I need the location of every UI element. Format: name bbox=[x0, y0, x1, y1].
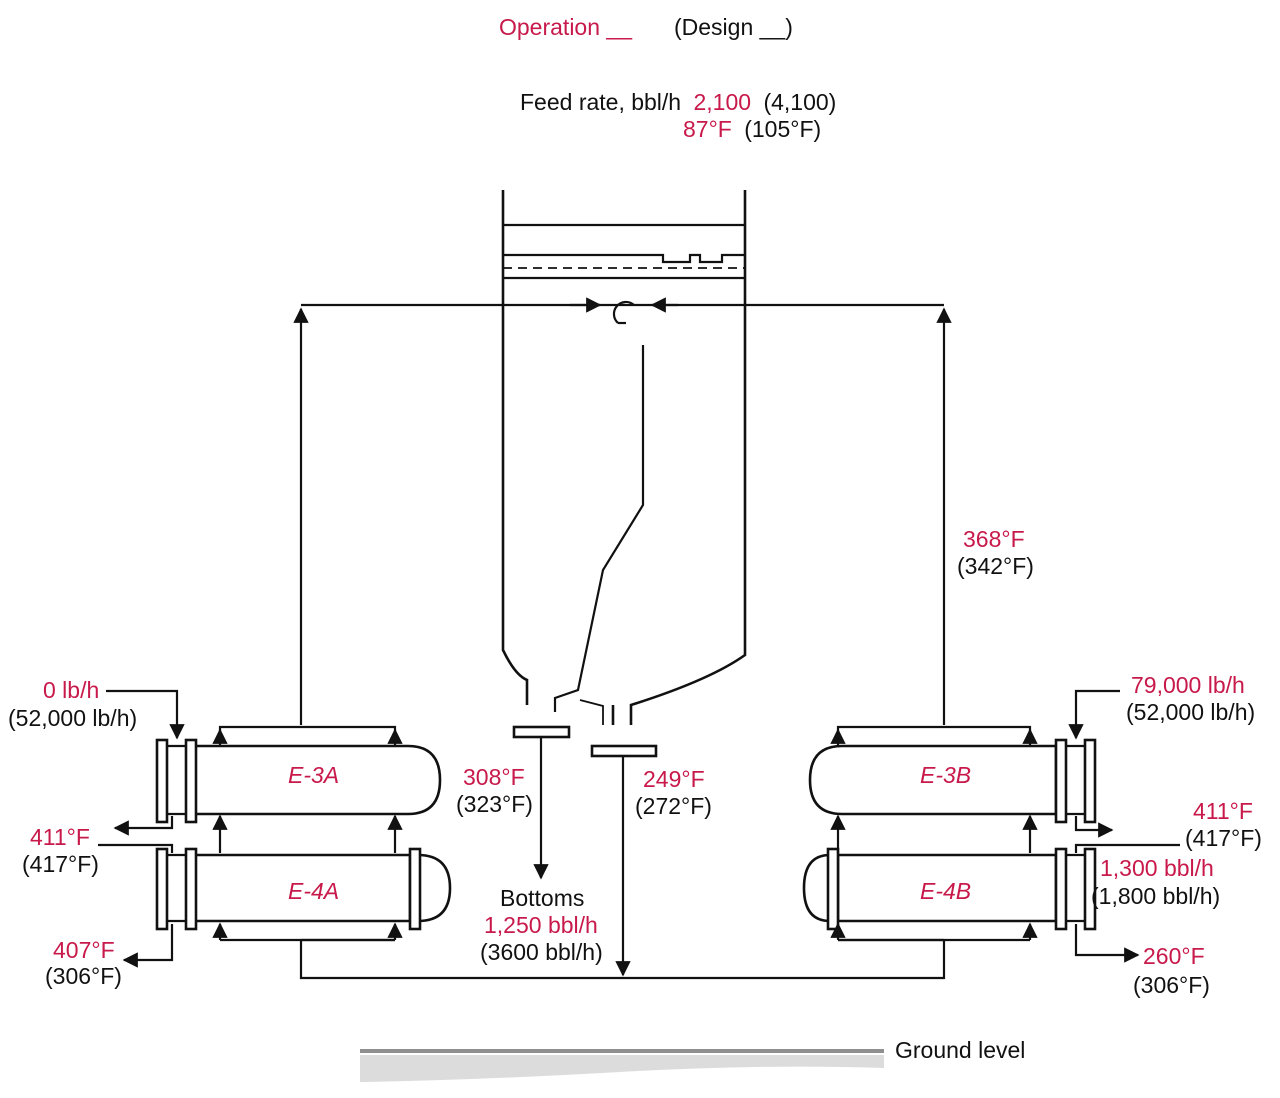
e3b-tubesheet bbox=[1054, 738, 1068, 824]
right-condensate-top bbox=[1074, 816, 1114, 838]
ground-level: Ground level bbox=[360, 1037, 1025, 1082]
e3b-shell bbox=[808, 744, 1058, 816]
right-outlet-temp-operation: 260°F bbox=[1143, 943, 1205, 969]
right-outlet-temp-design: (306°F) bbox=[1133, 972, 1210, 998]
right-inlet-temp-operation: 411°F bbox=[1193, 798, 1253, 824]
return-piping bbox=[293, 297, 952, 725]
left-inlet-temp-operation: 411°F bbox=[30, 824, 90, 850]
bottom-header bbox=[299, 940, 946, 980]
right-return-temp-operation: 368°F bbox=[963, 526, 1025, 552]
e4a-head bbox=[416, 853, 452, 923]
e4a-tubesheet bbox=[184, 847, 198, 931]
e3b-channel bbox=[1083, 738, 1097, 824]
right-outlet-bottom bbox=[1074, 924, 1140, 963]
right-draw-temp-design: (272°F) bbox=[635, 793, 712, 819]
left-draw-temp-design: (323°F) bbox=[456, 791, 533, 817]
left-steam-inlet bbox=[106, 689, 185, 740]
left-exchanger-stack: E-3A E-4A bbox=[98, 689, 452, 968]
tray-weir bbox=[503, 253, 745, 264]
left-draw-flange bbox=[512, 725, 571, 739]
bottoms-rate-design: (3600 bbl/h) bbox=[480, 939, 603, 965]
right-draw-flange bbox=[590, 744, 658, 758]
e3b-vapor-manifold bbox=[836, 725, 1032, 746]
circulation-header bbox=[299, 737, 946, 980]
left-condensate-top bbox=[113, 816, 174, 836]
left-inlet-temp-design: (417°F) bbox=[22, 851, 99, 877]
left-hot-oil-inlet bbox=[98, 843, 174, 853]
e3a-tubesheet bbox=[184, 738, 198, 824]
left-outlet-temp-design: (306°F) bbox=[45, 963, 122, 989]
left-steam-design: (52,000 lb/h) bbox=[8, 705, 137, 731]
right-steam-operation: 79,000 lb/h bbox=[1131, 672, 1245, 698]
e3a-channel bbox=[155, 738, 169, 824]
ground-hatch bbox=[360, 1055, 884, 1082]
e4a-channel bbox=[155, 847, 169, 931]
e3a-tag: E-3A bbox=[288, 762, 339, 788]
bottoms-label: Bottoms bbox=[500, 885, 584, 911]
right-steam-design: (52,000 lb/h) bbox=[1126, 699, 1255, 725]
right-return-temp-design: (342°F) bbox=[957, 553, 1034, 579]
left-outlet-bottom bbox=[122, 924, 174, 968]
left-outlet-temp-operation: 407°F bbox=[53, 937, 115, 963]
e4b-tag: E-4B bbox=[920, 878, 971, 904]
feed-rate-label: Feed rate, bbl/h 2,100 (4,100) bbox=[520, 89, 836, 115]
internal-draw-pipe-inner bbox=[579, 699, 604, 725]
feed-annotation: Feed rate, bbl/h 2,100 (4,100) 87°F (105… bbox=[520, 89, 836, 142]
e3a-shell bbox=[191, 744, 442, 816]
right-hot-oil-inlet bbox=[1074, 843, 1180, 853]
e4b-head bbox=[802, 853, 832, 923]
left-draw-temp-operation: 308°F bbox=[463, 764, 525, 790]
e3b-tag: E-3B bbox=[920, 762, 971, 788]
right-draw-temp-operation: 249°F bbox=[643, 766, 705, 792]
distillation-column bbox=[501, 190, 747, 758]
operation-legend: Operation __ bbox=[499, 14, 633, 40]
e4b-channel bbox=[1083, 847, 1097, 931]
right-flow-operation: 1,300 bbl/h bbox=[1100, 855, 1214, 881]
internal-draw-pipe bbox=[553, 345, 645, 712]
ground-level-label: Ground level bbox=[895, 1037, 1025, 1063]
right-flow-design: (1,800 bbl/h) bbox=[1091, 883, 1220, 909]
e3a-vapor-manifold bbox=[218, 725, 397, 746]
left-steam-operation: 0 lb/h bbox=[43, 677, 99, 703]
design-legend: (Design __) bbox=[674, 14, 793, 40]
e4a-tag: E-4A bbox=[288, 878, 339, 904]
e4a-rear-flange bbox=[408, 847, 422, 931]
column-shell bbox=[501, 190, 747, 725]
right-steam-inlet bbox=[1068, 689, 1120, 740]
right-exchanger-stack: E-3B E-4B bbox=[802, 689, 1180, 963]
feed-temperature-label: 87°F (105°F) bbox=[683, 116, 821, 142]
right-inlet-temp-design: (417°F) bbox=[1185, 825, 1262, 851]
e4b-tubesheet bbox=[1054, 847, 1068, 931]
e4b-rear-flange bbox=[826, 847, 840, 931]
bottoms-rate-operation: 1,250 bbl/h bbox=[484, 912, 598, 938]
